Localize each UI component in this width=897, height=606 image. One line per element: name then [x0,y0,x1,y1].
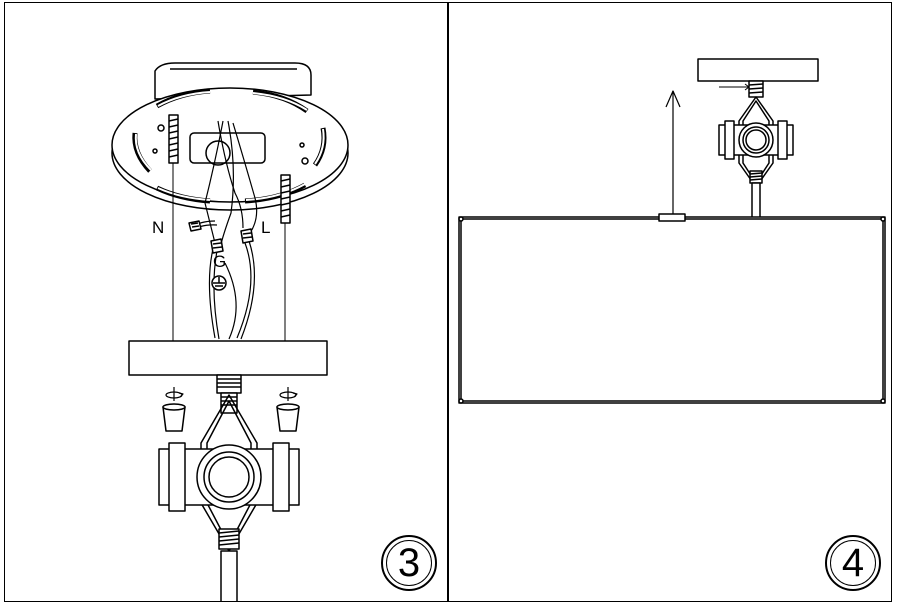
step-4-panel: 4 [448,2,892,602]
lower-nipple [749,170,763,184]
wire-nut-neutral [188,220,202,232]
neutral-label: N [152,218,165,237]
cap-nut-left [162,403,186,432]
wire-nut-live [240,228,254,244]
supply-wires [204,120,258,249]
step-number: 3 [397,541,421,585]
lower-nipple [218,528,240,550]
live-label: L [261,218,271,237]
pointer-arrow-icon [719,83,750,91]
threaded-stud-left [168,114,179,164]
canopy [697,58,819,82]
ground-symbol-icon [211,275,227,291]
threaded-nipple [216,374,242,414]
mounting-plate [111,87,349,211]
step-3-panel: N L G 3 [4,2,448,602]
down-rod [220,550,238,601]
socket-cross-body [158,442,300,512]
wire-nut-ground [210,238,224,254]
socket-cross-body [718,120,794,160]
threaded-stud-right [280,174,291,224]
step-number-badge: 3 [381,535,437,591]
up-arrow-icon [665,90,681,217]
step-number-badge: 4 [825,535,881,591]
cap-nut-right [276,403,300,432]
ground-label: G [213,252,227,271]
rotate-arrow-icon [279,387,298,401]
lamp-shade [458,213,886,404]
step-3-diagram [111,62,349,601]
canopy [128,340,328,376]
step-4-diagram [458,58,886,404]
step-number: 4 [841,541,865,585]
rotate-arrow-icon [165,387,184,401]
threaded-nipple [748,80,764,98]
